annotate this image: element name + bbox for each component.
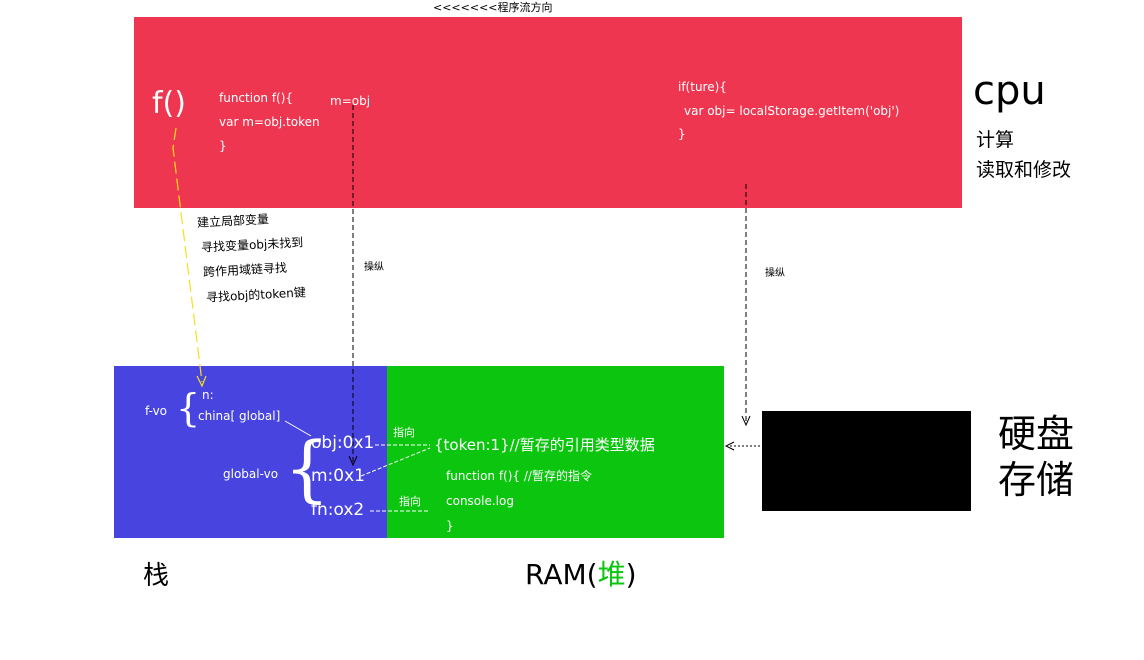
globalvo-item-fn: fn:ox2 [311,500,365,520]
function-code-line-1: function f(){ [219,91,294,105]
globalvo-label: global-vo [223,467,279,481]
ram-label-suffix: ) [625,558,637,591]
function-call-label: f() [152,86,186,121]
points-to-label-2: 指向 [399,495,421,508]
cpu-title: cpu [973,68,1046,114]
stack-block [114,366,387,538]
function-code-line-2: var m=obj.token [219,115,320,129]
scope-note-4: 寻找obj的token键 [205,285,307,305]
operate-arrow-right-head [741,415,751,427]
heap-object-data: {token:1}//暂存的引用类型数据 [434,436,655,454]
fvo-label: f-vo [145,404,168,418]
operate-label-right: 操纵 [765,268,785,279]
heap-function-line-2: console.log [446,494,514,508]
fvo-brace: { [176,386,201,430]
heap-function-line-1: function f(){ //暂存的指令 [446,469,592,483]
ram-label-prefix: RAM( [525,558,598,591]
fvo-item-scope: china[ global] [198,409,281,423]
stack-label: 栈 [143,561,170,591]
fvo-item-n: n: [202,388,214,402]
globalvo-item-obj: obj:0x1 [311,433,375,453]
globalvo-item-m: m:0x1 [311,466,365,486]
cpu-desc-line-1: 计算 [976,129,1015,151]
flow-direction-label: <<<<<<<程序流方向 [433,1,553,14]
cpu-desc-line-2: 读取和修改 [976,159,1072,181]
scope-note-3: 跨作用域链寻找 [202,260,288,280]
disk-to-ram-head [724,441,735,451]
cpu-block [134,17,962,208]
ram-label: RAM(堆) [525,558,637,592]
scope-note-1: 建立局部变量 [196,212,270,230]
heap-function-line-3: } [446,519,454,533]
disk-block [762,411,971,511]
if-code-line-2: var obj= localStorage.getItem('obj') [684,104,900,118]
points-to-label-1: 指向 [393,426,415,439]
globalvo-brace: { [284,426,330,510]
scope-note-2: 寻找变量obj未找到 [200,235,304,255]
if-code-line-3: } [678,127,686,141]
disk-label-line-1: 硬盘 [998,412,1075,456]
disk-label-line-2: 存储 [998,458,1075,502]
if-code-line-1: if(ture){ [678,80,727,94]
assign-label: m=obj [330,94,371,108]
function-code-line-3: } [219,139,227,153]
ram-label-heap: 堆 [597,558,626,591]
ram-block [387,366,724,538]
operate-label-left: 操纵 [364,262,384,273]
